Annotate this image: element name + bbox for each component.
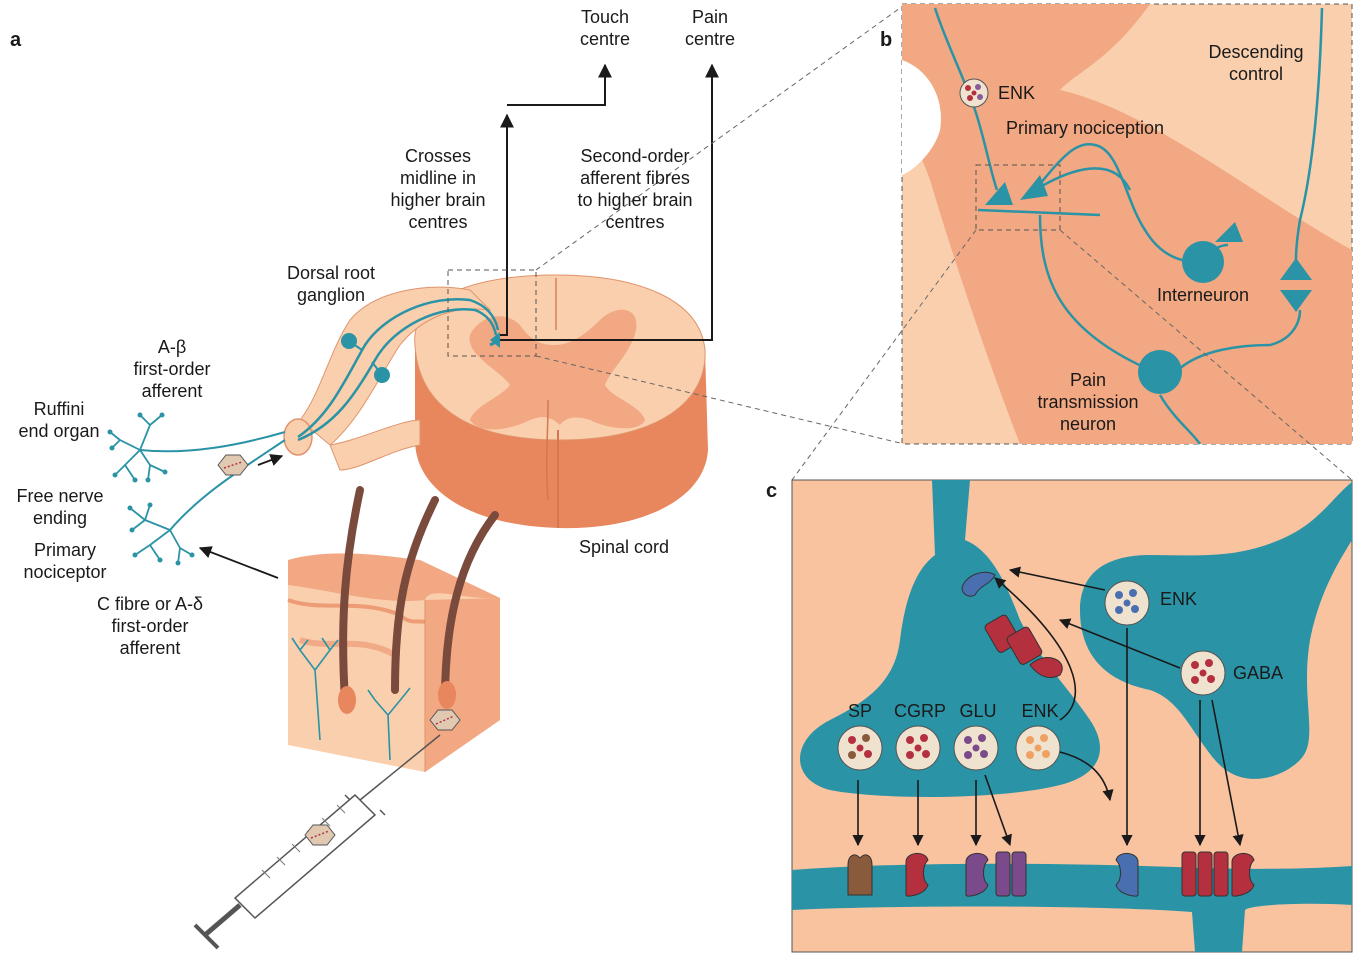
enk-label-b: ENK (998, 83, 1035, 103)
enk-vesicle-icon (960, 79, 988, 107)
vesicle-glu (954, 726, 998, 770)
enk-label-c: ENK (1160, 589, 1197, 609)
cgrp-label: CGRP (894, 701, 946, 721)
skin-block (288, 490, 500, 772)
vesicle-enk-presynaptic (1016, 726, 1060, 770)
ruffini-end-organ-icon (110, 415, 165, 480)
glu-receptor-icon (966, 852, 1026, 896)
vesicle-sp (838, 726, 882, 770)
panel-c-label: c (766, 480, 777, 502)
panel-b-label: b (880, 29, 892, 51)
primary-nociception-label: Primary nociception (1006, 118, 1164, 138)
spinal-cord-label: Spinal cord (579, 537, 669, 557)
gaba-receptor-postsynaptic-icon (1182, 852, 1254, 896)
panel-c: c (766, 480, 1352, 952)
interneuron-label: Interneuron (1157, 285, 1249, 305)
interneuron-soma (1182, 241, 1224, 283)
skin-to-nociceptor-arrow (200, 548, 278, 578)
sp-label: SP (848, 701, 872, 721)
enk-vesicle-label: ENK (1021, 701, 1058, 721)
afferent-fibres (108, 413, 286, 566)
panel-a-label: a (10, 29, 22, 51)
pain-transmission-soma (1138, 350, 1182, 394)
panel-b: b (792, 4, 1352, 480)
sp-receptor-icon (848, 855, 872, 895)
panel-a: a (10, 7, 900, 948)
channel-hexagon-icon (218, 455, 248, 475)
glu-label: GLU (959, 701, 996, 721)
free-nerve-ending-icon (130, 505, 192, 563)
vesicle-enk-interneuron (1105, 581, 1149, 625)
spinal-cord (415, 275, 708, 528)
vesicle-cgrp (896, 726, 940, 770)
vesicle-gaba (1181, 651, 1225, 695)
gaba-label: GABA (1233, 663, 1283, 683)
